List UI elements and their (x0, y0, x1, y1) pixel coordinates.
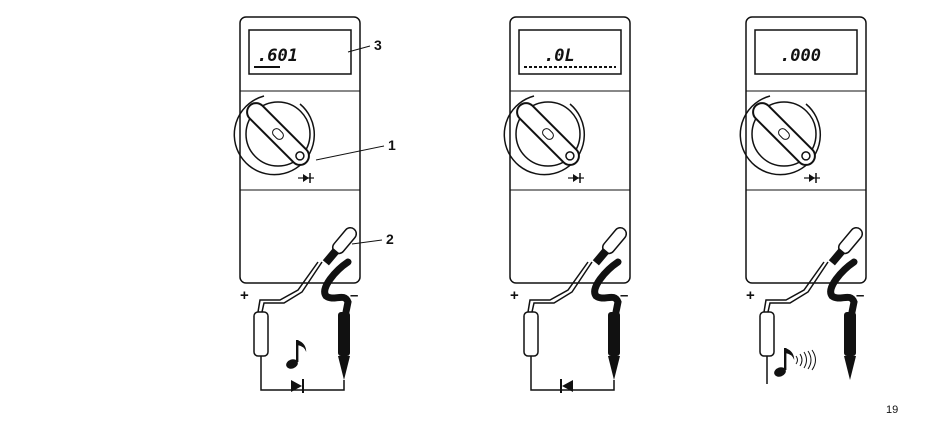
callout-1: 1 (388, 137, 396, 153)
callout-2: 2 (386, 231, 394, 247)
diode-mode-icon (568, 173, 584, 183)
rotary-dial-icon (740, 96, 820, 175)
callouts: 3 1 2 (316, 37, 396, 247)
plus-label: + (510, 287, 519, 304)
lcd-reading: .601 (257, 46, 298, 66)
meter-2: .0L + (504, 17, 630, 393)
plus-label: + (746, 287, 755, 304)
diode-symbol-icon (561, 379, 573, 393)
page-number: 19 (886, 404, 898, 416)
meter-3: .000 (740, 17, 866, 384)
minus-label: – (350, 287, 358, 304)
probe-leads (254, 225, 359, 384)
minus-label: – (620, 287, 628, 304)
probe-leads (524, 225, 629, 384)
diode-mode-icon (804, 173, 820, 183)
diode-mode-icon (298, 173, 314, 183)
minus-label: – (856, 287, 864, 304)
probe-leads (760, 225, 865, 384)
music-note-icon (285, 340, 306, 370)
lcd-reading: .0L (544, 46, 575, 66)
meter-1: .601 (234, 17, 360, 393)
rotary-dial-icon (504, 96, 584, 175)
sound-waves-icon (796, 350, 816, 370)
diode-symbol-icon (291, 379, 303, 393)
lcd-reading: .000 (780, 46, 821, 66)
rotary-dial-icon (234, 96, 314, 175)
plus-label: + (240, 287, 249, 304)
music-note-icon (773, 348, 794, 378)
callout-3: 3 (374, 37, 382, 53)
